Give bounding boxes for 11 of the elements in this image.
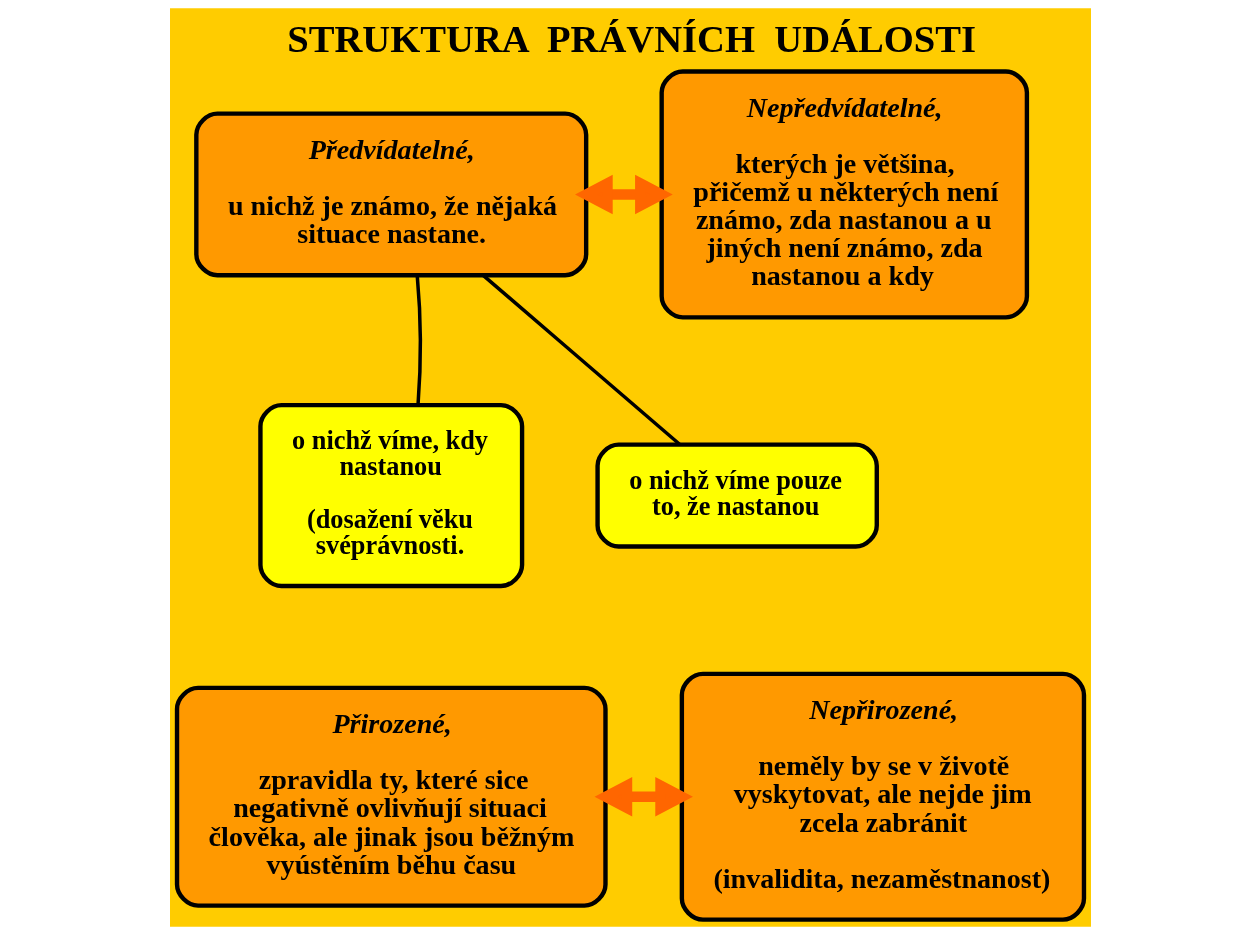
node-box: Přirozené, zpravidla ty, které sice negativně ovlivňují situaci člověka, ale jinak jsou běžným vyústěním běhu času [174,685,608,908]
arrow [574,174,673,215]
diagram-title: STRUKTURA PRÁVNÍCH UDÁLOSTI [286,17,976,60]
node-box: Předvídatelné, u nichž je známo, že nějaká situace nastane. [193,111,588,278]
node-box: o nichž víme pouze to, že nastanou [594,442,879,549]
node-box: o nichž víme, kdy nastanou (dosažení věku svéprávnosti. [257,402,524,589]
connector [415,275,422,406]
connector [481,274,681,446]
node-box: Nepředvídatelné, kterých je většina, přičemž u některých není známo, zda nastanou a u jiných není známo, zda nastanou a kdy [658,69,1029,320]
node-box: Nepřirozené, neměly by se v životě vyskytovat, ale nejde jim zcela zabránit (invalidita, nezaměstnanost) [679,671,1086,922]
arrow [594,776,693,817]
